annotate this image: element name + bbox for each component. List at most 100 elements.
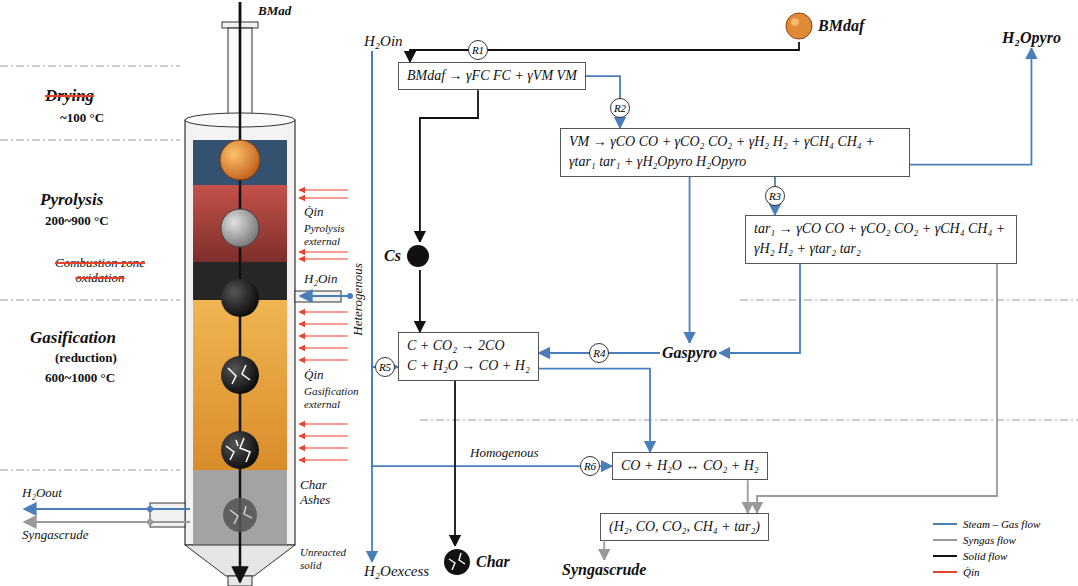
decor-circle [221,279,259,317]
stream-node: H₂Oexcess [362,562,431,581]
decor-line [299,197,348,198]
decor-line [299,251,348,252]
stream-node: Char [440,546,512,578]
outlet-pipes [24,503,190,527]
annotation-label: Char Ashes [300,478,352,508]
decor-line [299,311,348,312]
reaction-box: tar₁ → γCO CO + γCO₂ CO₂ + γCH₄ CH₄ + γH… [745,215,1017,264]
node-text: C + CO₂ → 2CO [407,336,530,356]
node-text: Gaspyro [662,344,717,362]
annotation-label: (reduction) [55,350,117,366]
decor-circle [221,209,259,247]
legend-line [932,552,958,560]
annotation-label: 600~1000 °C [45,370,115,386]
decor-line [299,335,348,336]
reaction-tag: R2 [610,98,630,118]
decor-circle [223,498,257,532]
particle [220,140,260,532]
decor-line [24,508,190,510]
node-text: Cs [384,247,401,265]
decor-line [300,295,352,297]
annotation-label: Syngascrude [22,528,88,543]
decor-circle [147,506,153,512]
legend-text: Solid flow [963,550,1007,562]
legend-text: Q̇in [963,566,980,578]
decor-line [299,189,348,190]
decor-line [0,470,180,471]
decor-path [230,506,252,524]
decor-line [299,258,348,259]
decor-circle [221,431,259,469]
stream-node: H₂Oin [362,32,405,51]
stream-node: Gaspyro [660,343,719,363]
node-text: BMdaf → γFC FC + γVM VM [407,66,577,86]
zone-divider [0,66,1078,470]
node-text: Char [476,553,510,571]
decor-line [0,66,180,67]
decor-line [299,347,348,348]
flow-connector [539,369,650,452]
stream-node: H₂Opyro [1000,28,1063,48]
legend: Steam – Gas flowSyngas flowSolid flowQ̇i… [932,516,1040,580]
decor-path [228,365,250,384]
decor-line [299,447,348,448]
flow-connector [454,381,456,546]
decor-line [24,521,190,523]
node-text: Syngascrude [562,561,646,579]
annotation-label: 200~900 °C [45,213,109,229]
steam-inlet [295,291,353,302]
decor-rect [150,503,185,527]
flow-connector [757,264,997,513]
node-text: C + H₂O → CO + H₂ [407,356,530,376]
bm-icon [784,11,814,41]
flow-connector [603,541,605,560]
stream-node: Cs [382,242,433,270]
decor-line [0,140,180,141]
flow-connector [372,51,398,367]
annotation-label: Pyrolysis external [304,222,364,247]
node-text: CO + H₂O ↔ CO₂ + H₂ [621,456,759,476]
stream-node: Syngascrude [560,560,648,580]
legend-text: Syngas flow [963,534,1016,546]
decor-circle [791,18,799,26]
decor-line [933,539,957,541]
char-icon [442,547,472,577]
decor-line [299,459,348,460]
decor-circle [786,13,812,39]
node-text: H₂Oexcess [364,563,429,580]
decor-line [420,420,1078,421]
reaction-box: (H₂, CO, CO₂, CH₄ + tar₂) [600,513,769,541]
decor-line [299,435,348,436]
decor-circle [220,140,260,180]
node-text: H₂Opyro [1002,29,1061,47]
annotation-label: Unreacted solid [300,546,360,571]
annotation-label: Drying [45,86,94,106]
legend-row: Steam – Gas flow [932,516,1040,532]
legend-line [932,520,958,528]
legend-row: Syngas flow [932,532,1040,548]
reaction-tag: R6 [580,456,600,476]
annotation-label: Q̇in [304,368,324,383]
annotation-label: Gasification [30,328,116,348]
decor-line [299,423,348,424]
annotation-label: BMad [258,4,291,19]
reaction-box: VM → γCO CO + γCO₂ CO₂ + γH₂ H₂ + γCH₄ C… [560,128,910,177]
decor-circle [444,549,470,575]
legend-row: Q̇in [932,564,1040,580]
reaction-box: BMdaf → γFC FC + γVM VM [398,62,586,90]
annotation-label: H₂Oin [304,272,337,287]
flow-connector [419,270,421,332]
reaction-tag: R3 [765,186,785,206]
annotation-label: Homogenous [470,446,539,461]
cs-icon [405,243,431,269]
flow-connector [372,51,612,466]
node-text: VM → γCO CO + γCO₂ CO₂ + γH₂ H₂ + γCH₄ C… [569,132,901,173]
annotation-label: Gasification external [304,385,366,410]
annotation-label: ~100 °C [60,110,104,126]
stream-node: BMdaf [782,10,866,42]
node-text: (H₂, CO, CO₂, CH₄ + tar₂) [609,517,760,537]
decor-line [299,323,348,324]
annotation-label: Heterogenous [351,257,366,341]
decor-line [933,571,957,573]
node-text: H₂Oin [364,33,403,50]
